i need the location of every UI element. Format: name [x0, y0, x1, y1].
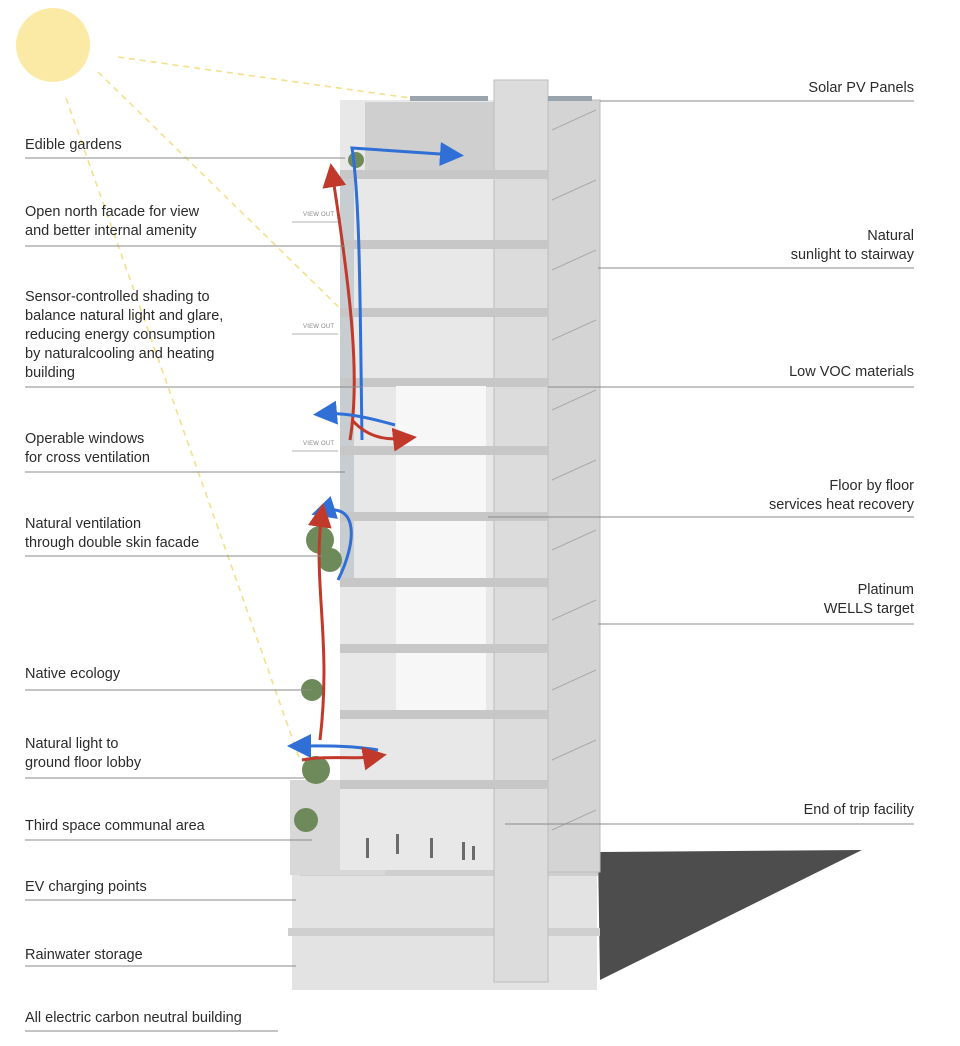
- label-rainwater-storage: Rainwater storage: [25, 947, 143, 963]
- label-natural-ventilation: Natural ventilation through double skin …: [25, 516, 200, 551]
- stair-treads: [551, 109, 597, 831]
- cool-air-arrow: [350, 142, 464, 441]
- window-bays: [396, 386, 486, 710]
- view-out-label: VIEW OUT: [303, 212, 335, 218]
- stair-core: [547, 99, 601, 873]
- label-heat-recovery: Floor by floor services heat recovery: [768, 478, 914, 513]
- solar-panel: [410, 96, 488, 101]
- warm-air-arrow: [307, 503, 332, 741]
- people: [366, 834, 475, 860]
- solar-panel: [548, 96, 592, 101]
- warm-air-arrow: [350, 418, 417, 452]
- view-out-label: VIEW OUT: [303, 324, 335, 330]
- label-solar-pv: Solar PV Panels: [808, 80, 914, 96]
- label-end-of-trip: End of trip facility: [803, 802, 914, 818]
- ground-slab: [300, 868, 598, 876]
- label-open-north-facade: Open north facade for view and better in…: [25, 204, 200, 239]
- lift-core: [493, 79, 549, 983]
- view-out-arrows: [292, 221, 338, 452]
- cool-air-arrow: [313, 400, 396, 427]
- label-all-electric: All electric carbon neutral building: [25, 1010, 242, 1026]
- leader-lines-right: [488, 100, 914, 825]
- label-natural-sunlight-stairway: Natural sunlight to stairway: [790, 228, 914, 263]
- building-shadow: [598, 850, 862, 980]
- label-edible-gardens: Edible gardens: [25, 137, 122, 153]
- sun-rays: [65, 56, 411, 761]
- label-sensor-shading: Sensor-controlled shading to balance nat…: [25, 289, 224, 381]
- airflow-arrows: [287, 142, 464, 771]
- warm-air-arrow: [301, 746, 387, 771]
- label-third-space: Third space communal area: [25, 818, 205, 834]
- label-low-voc: Low VOC materials: [789, 364, 914, 380]
- sun-icon: [16, 8, 90, 82]
- leader-lines-left: [25, 157, 362, 1032]
- label-natural-light-lobby: Natural light to ground floor lobby: [25, 736, 142, 771]
- label-native-ecology: Native ecology: [25, 666, 121, 682]
- label-operable-windows: Operable windows for cross ventilation: [25, 431, 150, 466]
- label-ev-charging: EV charging points: [25, 879, 147, 895]
- label-platinum-wells: Platinum WELLS target: [823, 582, 914, 617]
- double-skin-facade: [340, 170, 354, 580]
- view-out-label: VIEW OUT: [303, 441, 335, 447]
- floor-slabs: [340, 170, 548, 789]
- basement-slab: [288, 928, 600, 936]
